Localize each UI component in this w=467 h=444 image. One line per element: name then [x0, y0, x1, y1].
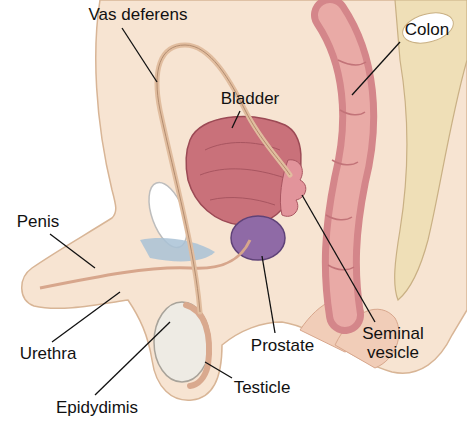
- part-label: Penis: [8, 212, 68, 231]
- urethra: [40, 240, 250, 288]
- leader-lines: [50, 28, 400, 395]
- leader-line: [232, 111, 240, 128]
- epididymis: [186, 305, 209, 386]
- vas-deferens-edge: [157, 45, 290, 312]
- spine: [395, 0, 467, 300]
- leader-line: [352, 42, 400, 95]
- part-label: Seminal vesicle: [348, 324, 438, 362]
- leader-line: [302, 195, 375, 322]
- leader-line: [50, 234, 95, 268]
- colon-fold: [326, 60, 366, 270]
- part-label: Epidydimis: [42, 398, 152, 417]
- part-label: Testicle: [222, 378, 302, 397]
- part-label: Vas deferens: [78, 5, 198, 24]
- body-outline: [22, 0, 467, 400]
- vas-deferens: [157, 45, 290, 312]
- part-label: Prostate: [240, 336, 325, 355]
- penile-tissue: [140, 238, 215, 261]
- part-label: Urethra: [8, 344, 88, 363]
- leader-line: [52, 292, 120, 342]
- leader-line: [122, 28, 157, 82]
- part-label: Bladder: [210, 89, 290, 108]
- part-label: Colon: [392, 20, 462, 39]
- leader-line: [262, 256, 275, 333]
- leader-line: [95, 322, 170, 395]
- leader-line: [205, 362, 232, 378]
